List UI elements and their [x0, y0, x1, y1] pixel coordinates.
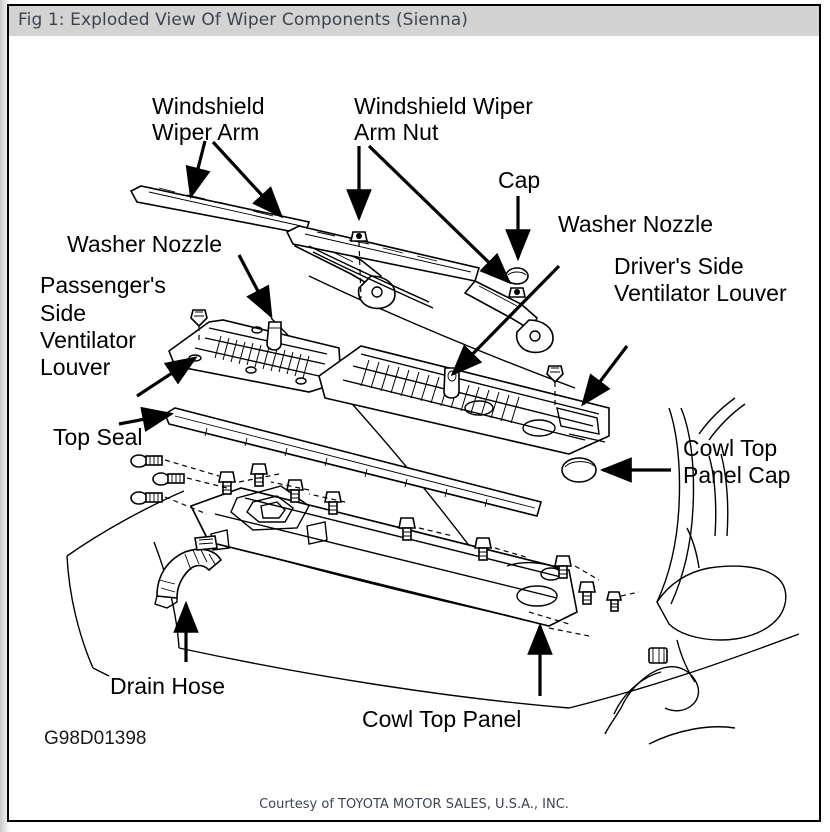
figure-footer: Courtesy of TOYOTA MOTOR SALES, U.S.A., … [9, 797, 819, 812]
wiper-arm-nut-part [350, 231, 368, 299]
leader-windshield-wiper-arm-a [185, 140, 211, 200]
label-cap: Cap [498, 167, 540, 193]
right-side-bolt [605, 591, 640, 612]
leader-windshield-wiper-arm-b [211, 140, 284, 219]
label-passengers-line2: Side [40, 300, 86, 326]
drain-hose-clip [194, 535, 218, 551]
cowl-side-screws [130, 454, 228, 515]
drain-hose-part [154, 548, 223, 609]
label-windshield-wiper-arm-line1: Windshield [152, 93, 265, 119]
label-top-seal: Top Seal [53, 424, 143, 450]
figure-title-bar: Fig 1: Exploded View Of Wiper Components… [9, 6, 819, 36]
drivers-side-ventilator-louver-part [318, 345, 610, 455]
figure-reference-code: G98D01398 [44, 728, 146, 749]
passengers-side-ventilator-louver-part [168, 319, 342, 393]
label-passengers-line4: Louver [40, 354, 111, 380]
label-washer-nozzle-left: Washer Nozzle [67, 231, 222, 257]
label-drivers-line2: Ventilator Louver [614, 280, 787, 306]
page-title: Fig 1: Exploded View Of Wiper Components… [18, 10, 468, 30]
cowl-top-panel-cap-part [561, 457, 597, 483]
leader-top-seal [118, 406, 175, 433]
washer-nozzle-driver-part [443, 367, 460, 399]
label-drain-hose: Drain Hose [110, 673, 225, 699]
washer-nozzle-passenger-part [266, 321, 282, 351]
leader-arm-nut-b [367, 144, 512, 285]
wiper-arm-assembly [129, 185, 554, 354]
diagram-canvas: Windshield Wiper Arm Windshield Wiper Ar… [9, 36, 819, 820]
cap-nut-part [508, 287, 526, 298]
label-drivers-line1: Driver's Side [614, 253, 744, 279]
label-windshield-wiper-arm-line2: Wiper Arm [152, 119, 259, 145]
label-cowl-top-panel-cap-line1: Cowl Top [683, 435, 777, 461]
label-cowl-top-panel: Cowl Top Panel [362, 706, 521, 732]
cap-part [505, 267, 529, 285]
label-washer-nozzle-right: Washer Nozzle [558, 211, 713, 237]
courtesy-credit: Courtesy of TOYOTA MOTOR SALES, U.S.A., … [259, 797, 569, 812]
louver-clip-driver [546, 365, 564, 408]
leader-drivers-louver [581, 345, 629, 407]
louver-clip-passenger [190, 309, 208, 344]
label-passengers-line1: Passenger's [40, 272, 166, 298]
label-arm-nut-line1: Windshield Wiper [354, 93, 533, 119]
leader-passengers-louver [136, 356, 198, 398]
label-arm-nut-line2: Arm Nut [354, 119, 439, 145]
cowl-panel-bolts [218, 463, 600, 637]
figure-frame: Fig 1: Exploded View Of Wiper Components… [7, 4, 821, 822]
vehicle-body-outline [66, 275, 800, 745]
hose-clamp-icon [648, 647, 668, 664]
leader-washer-nozzle-left [237, 254, 273, 319]
label-passengers-line3: Ventilator [40, 327, 136, 353]
label-cowl-top-panel-cap-line2: Panel Cap [683, 462, 790, 488]
callout-leaders [118, 140, 671, 696]
leader-washer-nozzle-right [450, 264, 561, 377]
callout-labels: Windshield Wiper Arm Windshield Wiper Ar… [40, 93, 790, 749]
